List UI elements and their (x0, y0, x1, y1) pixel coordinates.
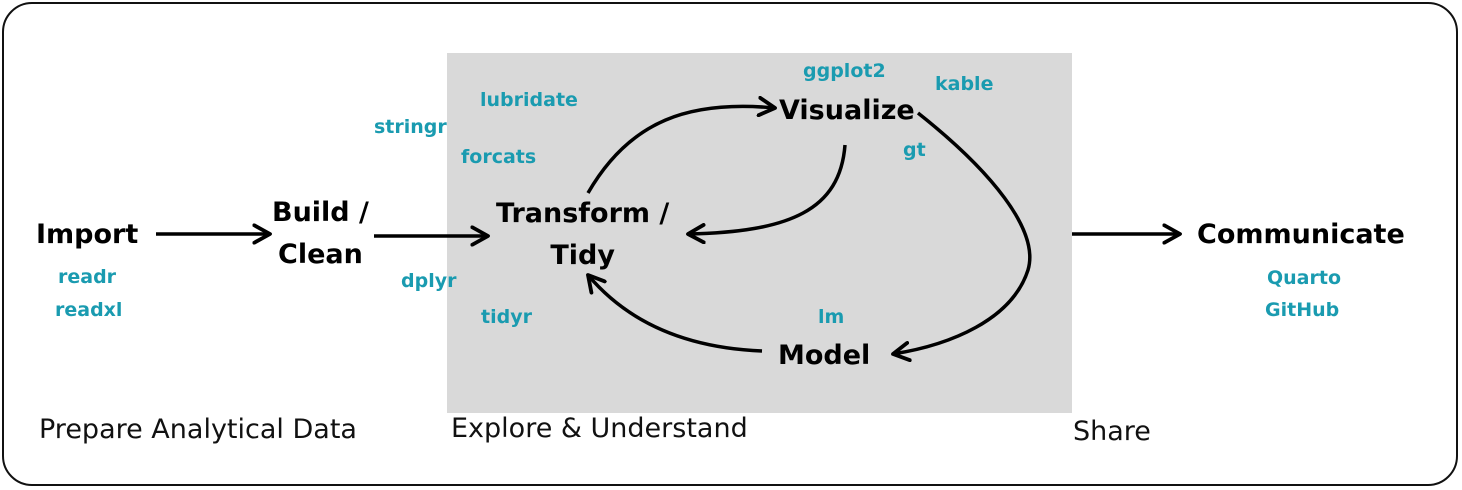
stage-build-clean: Build / Clean (272, 192, 369, 276)
phase-share: Share (1073, 416, 1151, 447)
stage-build-clean-line2: Clean (278, 239, 363, 270)
stage-transform-line1: Transform / (496, 198, 670, 229)
phase-prepare: Prepare Analytical Data (39, 414, 357, 445)
phase-explore: Explore & Understand (451, 413, 748, 444)
package-gt: gt (903, 139, 926, 161)
package-stringr: stringr (374, 116, 447, 138)
package-quarto: Quarto (1267, 267, 1342, 289)
arrow-visualize-to-transform (688, 144, 847, 234)
stage-model: Model (778, 340, 871, 371)
stage-visualize: Visualize (779, 95, 915, 126)
package-lubridate: lubridate (480, 89, 578, 111)
stage-communicate: Communicate (1197, 219, 1405, 250)
package-ggplot2: ggplot2 (803, 60, 886, 82)
arrow-model-to-transform (588, 275, 763, 353)
package-forcats: forcats (461, 146, 537, 168)
stage-transform-tidy: Transform / Tidy (496, 193, 669, 277)
stage-transform-line2: Tidy (550, 240, 615, 271)
package-readr: readr (58, 266, 117, 288)
package-readxl: readxl (55, 299, 123, 321)
package-github: GitHub (1265, 299, 1340, 321)
package-tidyr: tidyr (481, 306, 532, 328)
stage-build-clean-line1: Build / (272, 197, 369, 228)
arrow-visualize-to-model (893, 111, 1032, 354)
package-lm: lm (818, 306, 845, 328)
stage-import: Import (36, 219, 139, 250)
package-kable: kable (935, 73, 994, 95)
arrow-transform-to-visualize (586, 106, 775, 194)
package-dplyr: dplyr (401, 270, 457, 292)
